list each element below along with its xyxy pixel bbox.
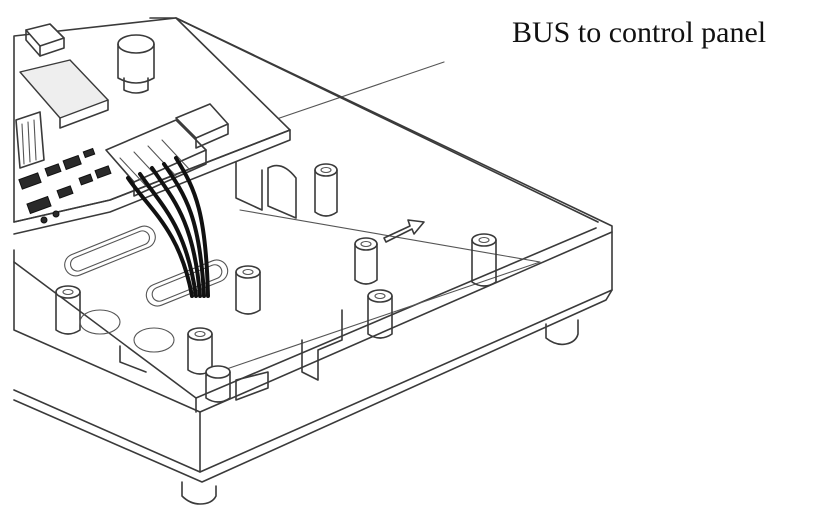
standoff-posts [55,163,497,403]
direction-arrow [383,219,425,243]
callout-leader-line [261,61,445,125]
bus-wires [126,156,210,298]
circuit-board [13,17,291,235]
round-holes [79,309,175,353]
bus-callout-label: BUS to control panel [512,16,767,49]
mounting-clips [119,161,343,401]
